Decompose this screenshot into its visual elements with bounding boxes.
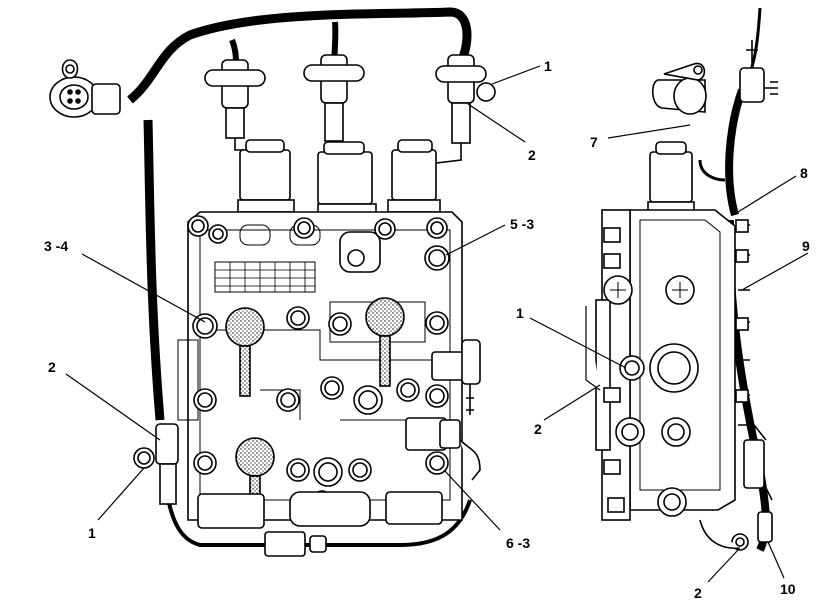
callout-front-right-5-3: 5 -3 (510, 216, 534, 232)
callout-front-top-right-2: 2 (528, 147, 536, 163)
callout-side-bottom-2: 2 (694, 585, 702, 601)
side-small-solenoids (405, 339, 481, 481)
side-top-connector (651, 40, 778, 115)
side-lower-connectors (585, 306, 773, 551)
callout-side-9: 9 (802, 238, 810, 254)
left-clamp (133, 423, 179, 505)
side-solenoid (647, 141, 695, 213)
callout-front-left-3-4: 3 -4 (44, 238, 68, 254)
solenoid-connectors-top (204, 54, 496, 144)
wiring-harness-front (127, 7, 472, 547)
callout-labels: 1 2 5 -3 3 -4 2 1 6 -3 7 8 9 1 2 2 10 (44, 58, 810, 601)
callout-front-bottom-left-1: 1 (88, 525, 96, 541)
callout-front-bottom-right-6-3: 6 -3 (506, 535, 530, 551)
callout-side-1: 1 (516, 305, 524, 321)
front-view (49, 7, 496, 557)
top-solenoids (237, 139, 441, 217)
callout-front-top-right-1: 1 (544, 58, 552, 74)
callout-front-left-2: 2 (48, 359, 56, 375)
callout-leaders (65, 65, 809, 583)
callout-side-2: 2 (534, 421, 542, 437)
bottom-solenoids (197, 491, 443, 557)
callout-side-8: 8 (800, 165, 808, 181)
callout-side-bottom-10: 10 (780, 581, 796, 597)
callout-side-7: 7 (590, 134, 598, 150)
harness-connector-plug (49, 59, 121, 118)
side-view (585, 7, 778, 552)
side-bolts (603, 227, 699, 517)
